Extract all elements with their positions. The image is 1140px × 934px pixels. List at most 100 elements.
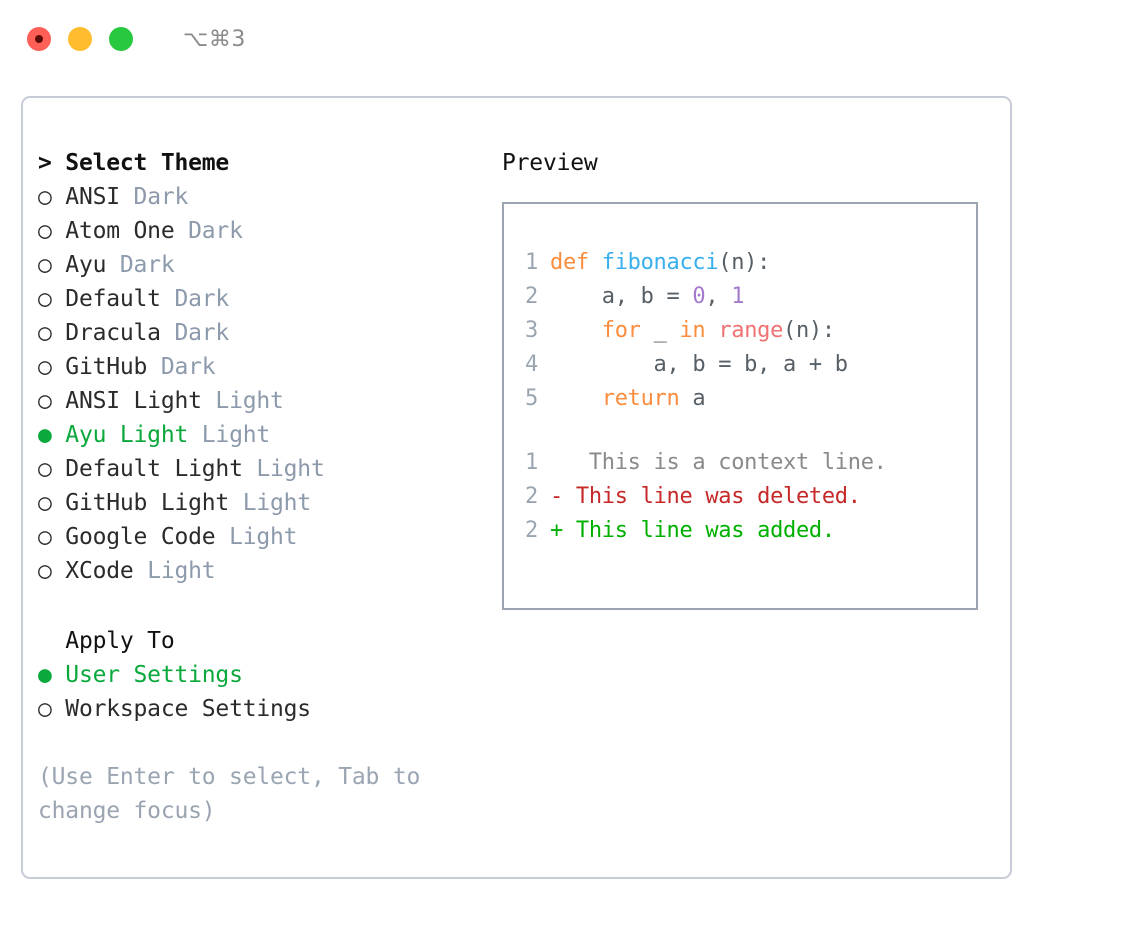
apply-to-item[interactable]: ○ Workspace Settings	[38, 692, 468, 726]
line-number: 2	[525, 484, 538, 509]
theme-name: GitHub Light	[51, 490, 230, 516]
code-token: return	[601, 386, 680, 411]
theme-list-item[interactable]: ○ GitHub Dark	[38, 350, 468, 384]
diff-line: 2+ This line was added.	[520, 514, 970, 548]
code-token	[550, 386, 602, 411]
theme-name: Default Light	[51, 456, 243, 482]
code-token	[550, 318, 602, 343]
diff-sign	[550, 450, 563, 475]
code-token: ,	[705, 284, 732, 309]
theme-list-item[interactable]: ○ Default Dark	[38, 282, 468, 316]
theme-list-item[interactable]: ○ ANSI Light Light	[38, 384, 468, 418]
code-token: a, b =	[550, 284, 693, 309]
theme-list-item[interactable]: ○ Atom One Dark	[38, 214, 468, 248]
code-token: _	[640, 318, 680, 343]
diff-text: This line was deleted.	[562, 484, 861, 509]
line-number: 1	[525, 450, 538, 475]
theme-name: GitHub	[51, 354, 148, 380]
theme-list-item[interactable]: ● Ayu Light Light	[38, 418, 468, 452]
theme-mode-badge: Dark	[174, 218, 243, 244]
code-token: fibonacci	[601, 250, 719, 275]
radio-unselected-icon: ○	[38, 286, 52, 312]
theme-list-item[interactable]: ○ Google Code Light	[38, 520, 468, 554]
radio-unselected-icon: ○	[38, 558, 52, 584]
minimize-button[interactable]	[68, 27, 92, 51]
diff-sign: -	[550, 484, 563, 509]
theme-name: Dracula	[51, 320, 161, 346]
radio-selected-icon: ●	[38, 662, 52, 688]
theme-list-item[interactable]: ○ ANSI Dark	[38, 180, 468, 214]
code-token: for	[601, 318, 641, 343]
apply-to-label: Apply To	[65, 628, 175, 654]
theme-name: Google Code	[51, 524, 216, 550]
select-theme-header: > Select Theme	[38, 150, 230, 176]
window-controls	[27, 27, 133, 51]
radio-unselected-icon: ○	[38, 696, 52, 722]
code-line: 2 a, b = 0, 1	[520, 280, 970, 314]
code-line: 4 a, b = b, a + b	[520, 348, 970, 382]
diff-sample: 1 This is a context line.2- This line wa…	[520, 446, 970, 548]
main-panel: > Select Theme ○ ANSI Dark○ Atom One Dar…	[21, 96, 1012, 879]
apply-to-item[interactable]: ● User Settings	[38, 658, 468, 692]
radio-unselected-icon: ○	[38, 218, 52, 244]
code-token: def	[550, 250, 602, 275]
line-number: 3	[525, 318, 538, 343]
theme-mode-badge: Dark	[119, 184, 189, 210]
theme-mode-badge: Light	[133, 558, 216, 584]
theme-mode-badge: Dark	[106, 252, 175, 278]
theme-name: Default	[51, 286, 161, 312]
theme-name: XCode	[51, 558, 134, 584]
theme-name: ANSI Light	[51, 388, 202, 414]
theme-name: ANSI	[51, 184, 120, 210]
line-number: 2	[525, 518, 538, 543]
diff-text: This line was added.	[562, 518, 835, 543]
theme-list[interactable]: ○ ANSI Dark○ Atom One Dark○ Ayu Dark○ De…	[38, 180, 468, 588]
spacer	[38, 588, 468, 624]
preview-title: Preview	[502, 150, 598, 176]
code-token: a	[679, 386, 706, 411]
line-number: 1	[525, 250, 538, 275]
radio-unselected-icon: ○	[38, 524, 52, 550]
title-bar: ⌥⌘3	[0, 0, 1140, 78]
spacer	[520, 416, 970, 446]
code-token	[705, 318, 718, 343]
line-number: 4	[525, 352, 538, 377]
line-number: 5	[525, 386, 538, 411]
apply-to-name: Workspace Settings	[51, 696, 311, 722]
code-token: 1	[731, 284, 745, 309]
theme-list-item[interactable]: ○ Ayu Dark	[38, 248, 468, 282]
diff-line: 1 This is a context line.	[520, 446, 970, 480]
apply-to-name: User Settings	[51, 662, 243, 688]
theme-mode-badge: Dark	[147, 354, 216, 380]
code-token: range	[718, 318, 784, 343]
theme-mode-badge: Light	[242, 456, 325, 482]
theme-mode-badge: Light	[229, 490, 311, 516]
radio-selected-icon: ●	[38, 422, 52, 448]
theme-list-item[interactable]: ○ GitHub Light Light	[38, 486, 468, 520]
close-button[interactable]	[27, 27, 51, 51]
keyboard-hint: (Use Enter to select, Tab to change focu…	[38, 764, 421, 824]
code-token: a, b = b, a + b	[550, 352, 849, 377]
theme-list-item[interactable]: ○ Default Light Light	[38, 452, 468, 486]
diff-line: 2- This line was deleted.	[520, 480, 970, 514]
theme-mode-badge: Light	[201, 388, 284, 414]
theme-list-item[interactable]: ○ Dracula Dark	[38, 316, 468, 350]
code-token: 0	[692, 284, 706, 309]
theme-mode-badge: Light	[188, 422, 271, 448]
theme-list-item[interactable]: ○ XCode Light	[38, 554, 468, 588]
maximize-button[interactable]	[109, 27, 133, 51]
theme-mode-badge: Dark	[160, 286, 230, 312]
code-line: 5 return a	[520, 382, 970, 416]
radio-unselected-icon: ○	[38, 320, 52, 346]
apply-to-list[interactable]: ● User Settings○ Workspace Settings	[38, 658, 468, 726]
radio-unselected-icon: ○	[38, 184, 52, 210]
apply-to-header: Apply To	[38, 624, 468, 658]
theme-mode-badge: Light	[215, 524, 298, 550]
code-line: 3 for _ in range(n):	[520, 314, 970, 348]
keyboard-shortcut-label: ⌥⌘3	[183, 26, 246, 52]
theme-name: Ayu Light	[51, 422, 189, 448]
